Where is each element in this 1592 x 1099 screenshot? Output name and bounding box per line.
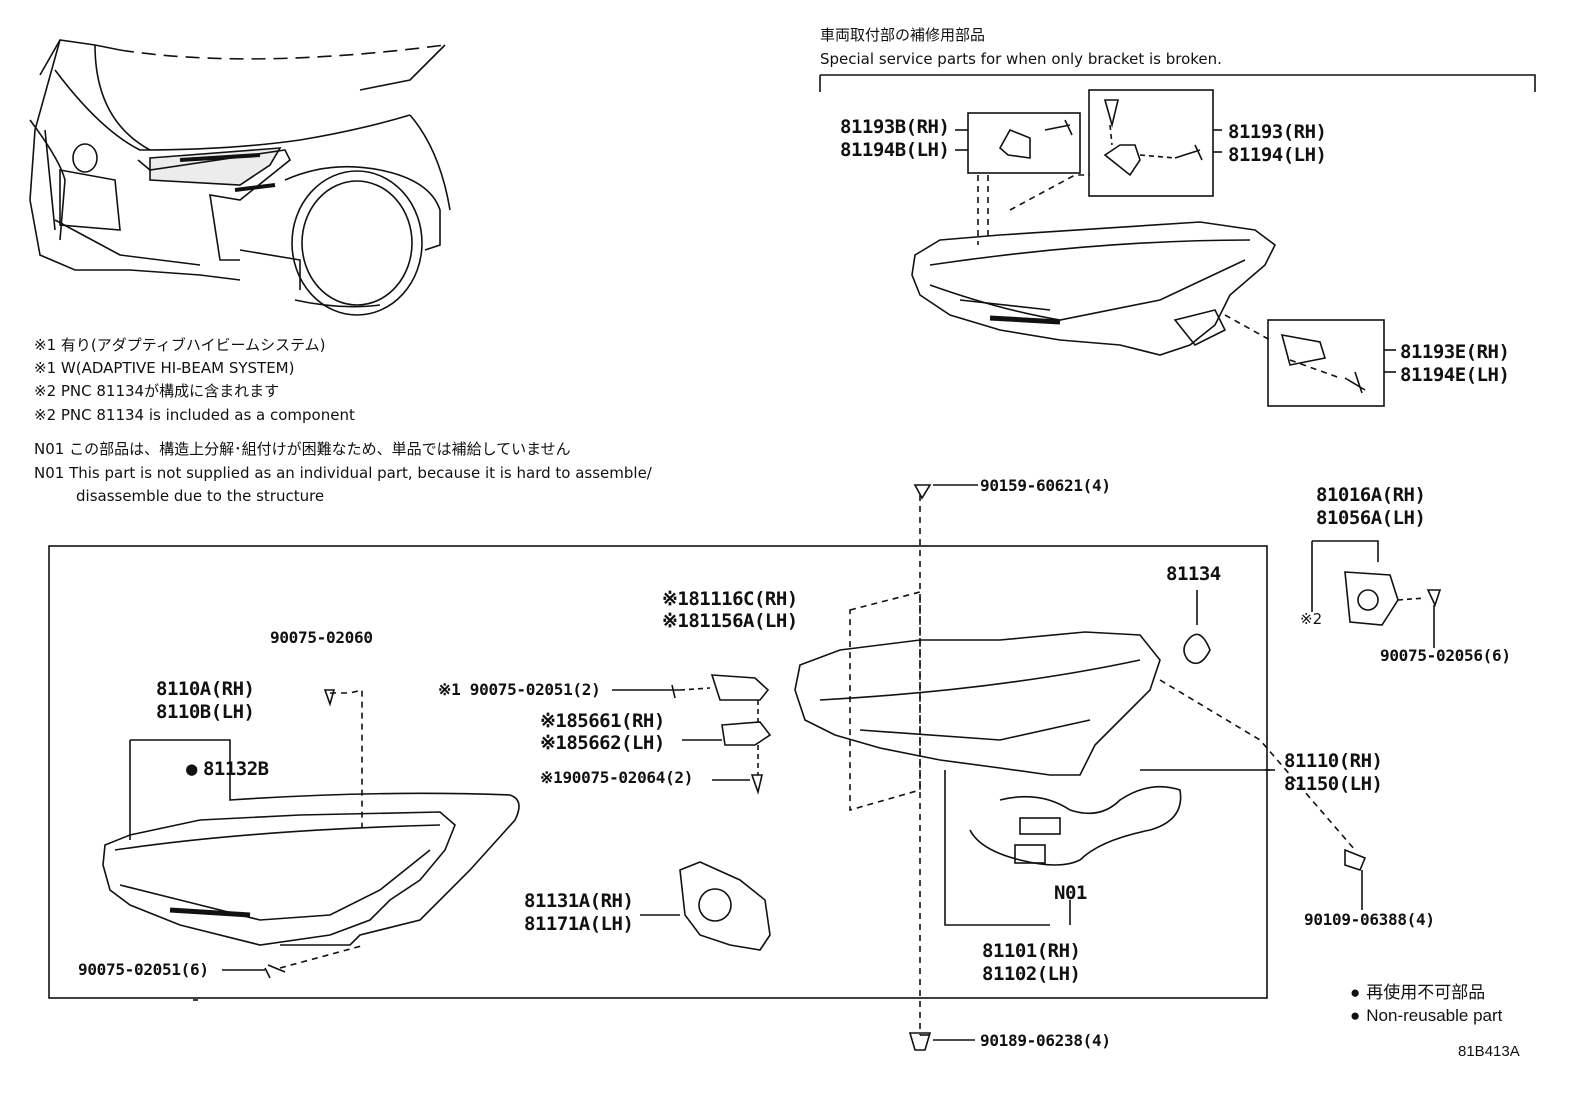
label-81194b: 81194B(LH) xyxy=(840,139,950,161)
main-housing-illustration xyxy=(794,484,1367,1051)
label-85661: ※185661(RH) xyxy=(540,710,665,732)
label-90075-02056: 90075-02056(6) xyxy=(1380,646,1511,665)
figure-code: 81B413A xyxy=(1458,1043,1520,1060)
legend-en: Non-reusable part xyxy=(1350,1007,1502,1024)
label-81156a: ※181156A(LH) xyxy=(662,610,798,632)
note-1-en: ※1 W(ADAPTIVE HI-BEAM SYSTEM) xyxy=(34,359,295,377)
label-81132b: 81132B xyxy=(186,760,269,779)
note-2-jp: ※2 PNC 81134が構成に含まれます xyxy=(34,382,280,400)
label-81101: 81101(RH) xyxy=(982,940,1081,962)
label-81150: 81150(LH) xyxy=(1284,773,1383,795)
label-81116c: ※181116C(RH) xyxy=(662,588,798,610)
label-81171a: 81171A(LH) xyxy=(524,913,634,935)
vehicle-front-illustration xyxy=(29,39,451,316)
label-90075-02064: ※190075-02064(2) xyxy=(540,768,694,787)
label-star2: ※2 xyxy=(1300,610,1323,628)
label-81110: 81110(RH) xyxy=(1284,750,1383,772)
note-n01-jp: N01 この部品は、構造上分解･組付けが困難なため、単品では補給していません xyxy=(34,440,571,458)
label-81193: 81193(RH) xyxy=(1228,121,1327,143)
label-90075-02051-6: 90075-02051(6) xyxy=(78,960,209,979)
label-81134: 81134 xyxy=(1166,563,1221,585)
assembly-box xyxy=(48,545,1268,999)
label-81193b: 81193B(RH) xyxy=(840,116,950,138)
note-1-jp: ※1 有り(アダプティブハイビームシステム) xyxy=(34,336,326,354)
label-90075-02060: 90075-02060 xyxy=(270,628,373,647)
bracket-81131a-illustration xyxy=(640,861,771,951)
ecu-illustration xyxy=(1311,540,1442,648)
actuator-parts xyxy=(612,674,772,795)
label-n01: N01 xyxy=(1054,882,1087,904)
label-8110b: 8110B(LH) xyxy=(156,701,255,723)
lens-illustration xyxy=(102,688,520,979)
bracket-section xyxy=(819,74,1536,407)
label-81016a: 81016A(RH) xyxy=(1316,484,1426,506)
label-90109: 90109-06388(4) xyxy=(1304,910,1435,929)
note-n01-en-2: disassemble due to the structure xyxy=(76,487,325,505)
label-81194: 81194(LH) xyxy=(1228,144,1327,166)
label-85662: ※185662(LH) xyxy=(540,732,665,754)
label-81194e: 81194E(LH) xyxy=(1400,364,1510,386)
label-81056a: 81056A(LH) xyxy=(1316,507,1426,529)
note-n01-en-1: N01 This part is not supplied as an indi… xyxy=(34,464,652,482)
label-81193e: 81193E(RH) xyxy=(1400,341,1510,363)
bracket-header-en: Special service parts for when only brac… xyxy=(820,50,1222,68)
label-81102: 81102(LH) xyxy=(982,963,1081,985)
label-90159: 90159-60621(4) xyxy=(980,476,1111,495)
label-90189: 90189-06238(4) xyxy=(980,1031,1111,1050)
label-90075-02051-2: ※1 90075-02051(2) xyxy=(438,680,601,699)
note-2-en: ※2 PNC 81134 is included as a component xyxy=(34,406,355,424)
label-81131a: 81131A(RH) xyxy=(524,890,634,912)
legend-jp: 再使用不可部品 xyxy=(1350,984,1485,1001)
bracket-header-jp: 車両取付部の補修用部品 xyxy=(820,26,986,44)
label-8110a: 8110A(RH) xyxy=(156,678,255,700)
